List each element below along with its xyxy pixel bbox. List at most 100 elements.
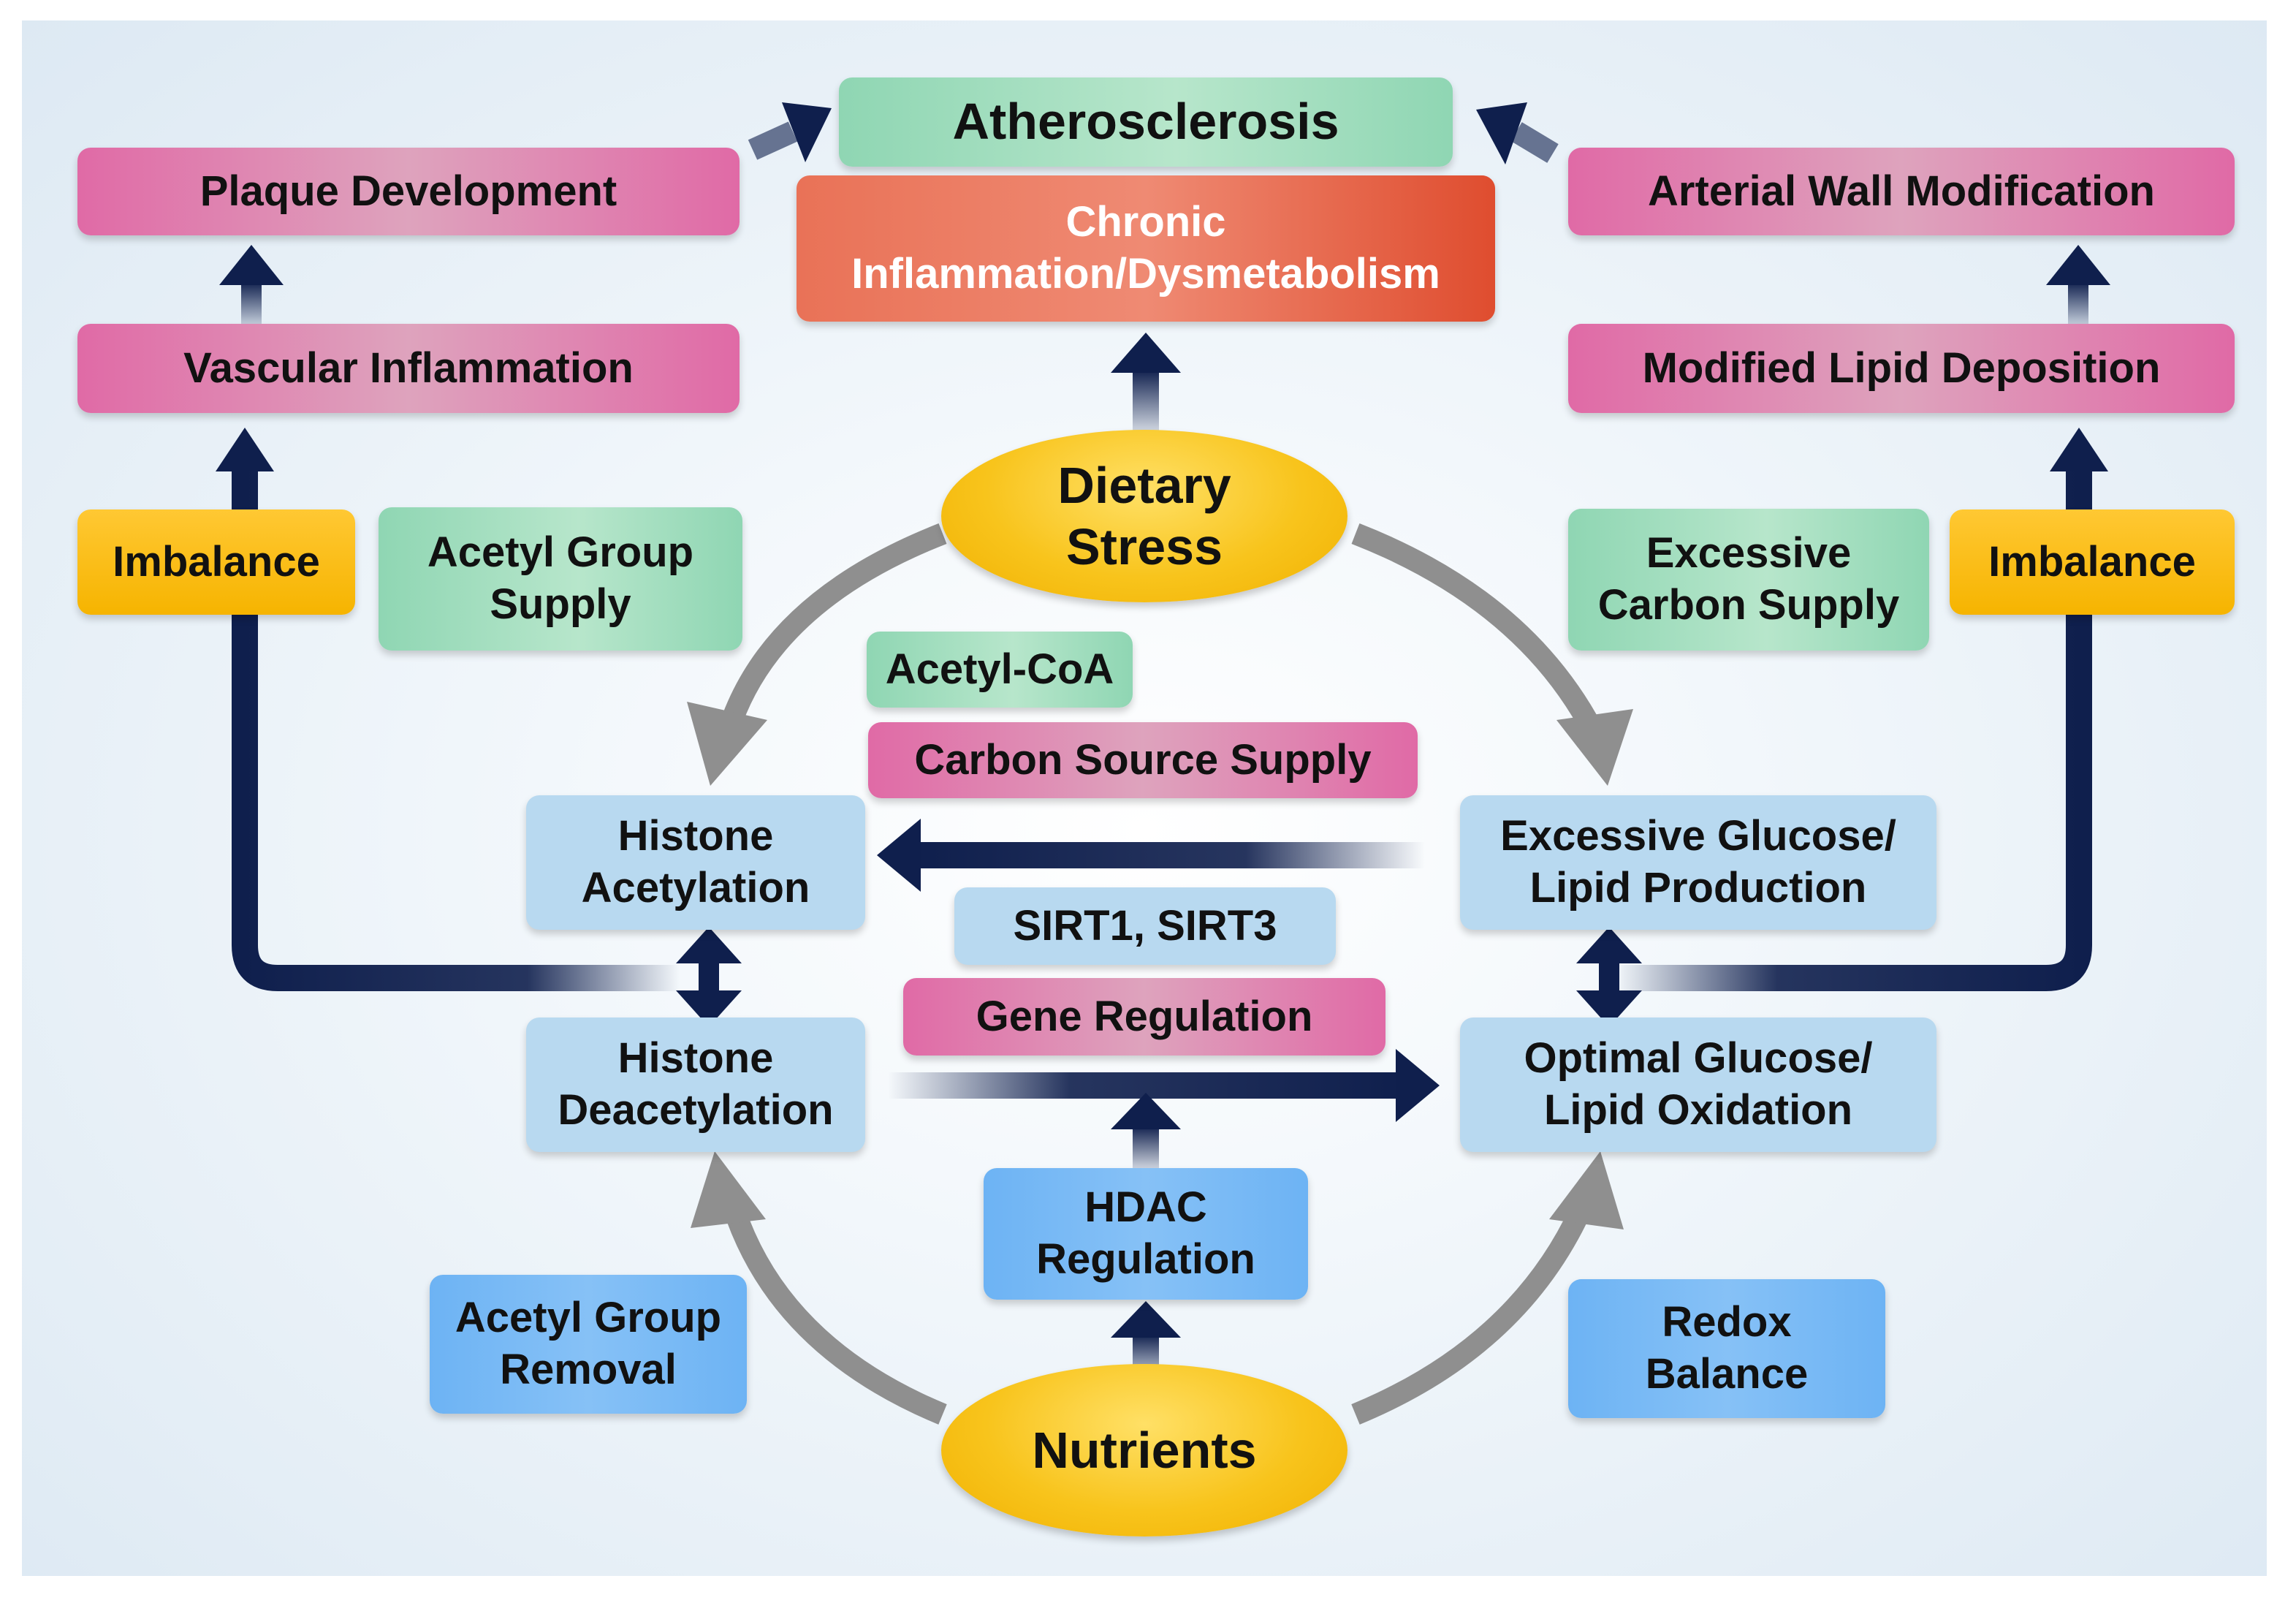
arrow-nutrients-to-oxidation [1351,1194,1596,1425]
acetyl-coa-box: Acetyl-CoA [867,632,1133,708]
double-arrows [676,927,1642,1027]
nutrients-ellipse: Nutrients [941,1364,1347,1536]
arrow-lipid-to-arterial-head [2046,245,2110,285]
atherosclerosis-box: Atherosclerosis [839,77,1453,167]
chronic-label-line2: Inflammation/Dysmetabolism [851,250,1440,298]
arrow-vascular-to-plaque-head [219,245,284,285]
right-feedback-path [1615,468,2092,991]
gray-curved-arrows [720,523,1603,1425]
optimal-glucose-line1: Optimal Glucose/ [1524,1034,1873,1083]
gene-regulation-label: Gene Regulation [976,992,1313,1040]
arrowhead-glucose [1556,709,1633,786]
chronic-inflammation-box: Chronic Inflammation/Dysmetabolism [797,175,1495,322]
arrow-hdac-to-gene-head [1111,1093,1181,1129]
redox-line2: Balance [1645,1350,1809,1398]
dietary-stress-ellipse: Dietary Stress [941,430,1347,602]
arrow-nutrients-to-deacetylation [720,1195,947,1425]
gray-arrowheads [687,702,1633,1229]
excessive-carbon-line1: Excessive [1646,529,1852,577]
right-double-arrow-shaft [1599,958,1619,996]
optimal-glucose-line2: Lipid Oxidation [1543,1086,1853,1134]
column-arrows [219,245,2110,325]
right-double-arrow-down [1576,990,1642,1027]
left-double-arrow-down [676,990,742,1027]
arrow-deacetylation-to-oxidation-shaft [888,1072,1407,1099]
histone-acetylation-box: Histone Acetylation [526,795,865,930]
left-feedback-path [232,468,680,991]
nutrients-label: Nutrients [1032,1422,1257,1479]
left-double-arrow-up [676,927,742,963]
left-feedback-arrowhead [216,428,274,471]
acetyl-removal-line1: Acetyl Group [455,1294,722,1342]
vascular-inflammation-box: Vascular Inflammation [77,324,740,413]
modified-lipid-label: Modified Lipid Deposition [1642,344,2161,392]
histone-acetylation-line1: Histone [617,812,774,860]
arrow-glucose-to-acetylation-shaft [913,842,1425,868]
redox-line1: Redox [1662,1298,1792,1346]
arrow-dietary-to-acetylation [720,523,947,728]
left-double-arrow-shaft [699,958,719,996]
histone-deacetylation-box: Histone Deacetylation [526,1017,865,1152]
right-double-arrow-up [1576,927,1642,963]
acetyl-supply-line1: Acetyl Group [427,528,694,577]
arrow-nutrients-to-hdac-head [1111,1301,1181,1338]
dietary-stress-line2: Stress [1065,518,1223,575]
arrow-dietary-to-chronic-shaft [1133,369,1159,431]
left-imbalance-box: Imbalance [77,509,355,615]
arrowhead-plaque-to-athero [782,102,832,162]
arrow-hdac-to-gene-shaft [1133,1126,1159,1170]
diagonal-arrows [748,102,1559,164]
arrowhead-arterial-to-athero [1476,102,1527,164]
arrowhead-deacetylation [691,1151,766,1228]
arrow-plaque-to-athero [748,121,798,160]
histone-deacetylation-line1: Histone [617,1034,774,1083]
arrow-arterial-to-athero [1510,122,1559,163]
vascular-inflammation-label: Vascular Inflammation [183,344,634,392]
histone-deacetylation-line2: Deacetylation [558,1086,834,1134]
excessive-glucose-line1: Excessive Glucose/ [1500,812,1896,860]
acetyl-removal-line2: Removal [500,1346,677,1393]
center-horizontal-arrows [877,819,1440,1122]
chronic-label-line1: Chronic [1065,198,1226,246]
sirt-box: SIRT1, SIRT3 [954,887,1336,965]
carbon-source-supply-box: Carbon Source Supply [868,722,1418,798]
dietary-stress-line1: Dietary [1057,457,1231,514]
arrowhead-acetylation [687,702,767,786]
arterial-wall-modification-box: Arterial Wall Modification [1568,148,2235,235]
gene-regulation-box: Gene Regulation [903,978,1385,1056]
plaque-development-box: Plaque Development [77,148,740,235]
arrowhead-oxidation [1549,1151,1624,1229]
arterial-wall-label: Arterial Wall Modification [1648,167,2155,215]
hdac-line2: Regulation [1036,1235,1255,1283]
sirt-label: SIRT1, SIRT3 [1013,901,1277,950]
excessive-glucose-line2: Lipid Production [1529,864,1867,912]
excessive-glucose-box: Excessive Glucose/ Lipid Production [1460,795,1936,930]
modified-lipid-deposition-box: Modified Lipid Deposition [1568,324,2235,413]
acetyl-group-supply-box: Acetyl Group Supply [379,507,742,651]
excessive-carbon-supply-box: Excessive Carbon Supply [1568,509,1929,651]
plaque-development-label: Plaque Development [199,167,617,215]
feedback-paths [216,428,2108,991]
carbon-source-label: Carbon Source Supply [914,735,1372,784]
right-imbalance-label: Imbalance [1988,537,2196,586]
acetyl-group-removal-box: Acetyl Group Removal [430,1275,747,1414]
arrow-dietary-to-chronic-head [1111,333,1181,373]
arrow-glucose-to-acetylation-head [877,819,921,892]
acetyl-supply-line2: Supply [490,580,631,628]
hdac-line1: HDAC [1084,1183,1207,1232]
left-imbalance-label: Imbalance [113,537,320,586]
histone-acetylation-line2: Acetylation [581,864,810,912]
excessive-carbon-line2: Carbon Supply [1597,581,1900,629]
atherosclerosis-label: Atherosclerosis [952,93,1339,151]
redox-balance-box: Redox Balance [1568,1279,1885,1418]
optimal-glucose-box: Optimal Glucose/ Lipid Oxidation [1460,1017,1936,1152]
arrow-dietary-to-glucose [1351,523,1603,737]
right-imbalance-box: Imbalance [1950,509,2235,615]
right-feedback-arrowhead [2050,428,2108,471]
arrow-lipid-to-arterial-shaft [2068,281,2088,325]
arrow-deacetylation-to-oxidation-head [1396,1049,1440,1122]
acetyl-coa-label: Acetyl-CoA [885,645,1114,693]
hdac-regulation-box: HDAC Regulation [984,1168,1308,1300]
